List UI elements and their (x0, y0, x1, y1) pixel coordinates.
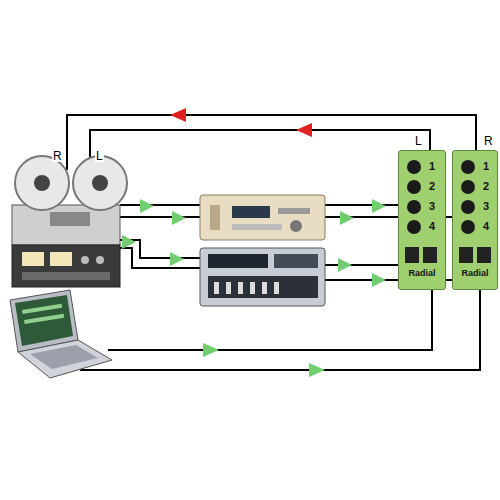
brand-name: Radial (408, 269, 435, 278)
green-arrow (372, 199, 386, 213)
green-arrow (338, 258, 352, 272)
signal-wire (120, 216, 200, 218)
channel-number: 1 (429, 161, 435, 172)
return-wire (90, 130, 430, 170)
channel-number: 3 (429, 201, 435, 212)
channel-label: L (95, 150, 104, 162)
brand-name: Radial (461, 269, 488, 278)
green-arrow (309, 363, 325, 377)
green-arrow (140, 199, 154, 213)
green-arrow (372, 273, 386, 287)
signal-wire (120, 204, 200, 206)
channel-label: R (52, 150, 63, 162)
green-arrow (203, 343, 219, 357)
green-arrow (170, 252, 184, 266)
channel-label: R (483, 135, 494, 147)
signal-wire (120, 248, 200, 268)
signal-wire (325, 264, 398, 266)
tape-machine (12, 156, 127, 287)
signal-wire (325, 204, 398, 206)
multitrack-recorder (200, 248, 325, 306)
green-arrow (172, 211, 186, 225)
radial-module: 1 2 3 4Radial (452, 150, 498, 290)
channel-number: 4 (483, 221, 489, 232)
rack-recorder (200, 195, 325, 240)
red-arrow (296, 123, 312, 137)
channel-number: 4 (429, 221, 435, 232)
channel-number: 2 (483, 181, 489, 192)
green-arrow (122, 235, 136, 249)
laptop (10, 290, 112, 378)
channel-label: L (414, 135, 423, 147)
channel-number: 2 (429, 181, 435, 192)
red-arrow (170, 108, 186, 122)
green-arrow (340, 211, 354, 225)
channel-number: 1 (483, 161, 489, 172)
radial-module: 1 2 3 4Radial (398, 150, 446, 290)
channel-number: 3 (483, 201, 489, 212)
